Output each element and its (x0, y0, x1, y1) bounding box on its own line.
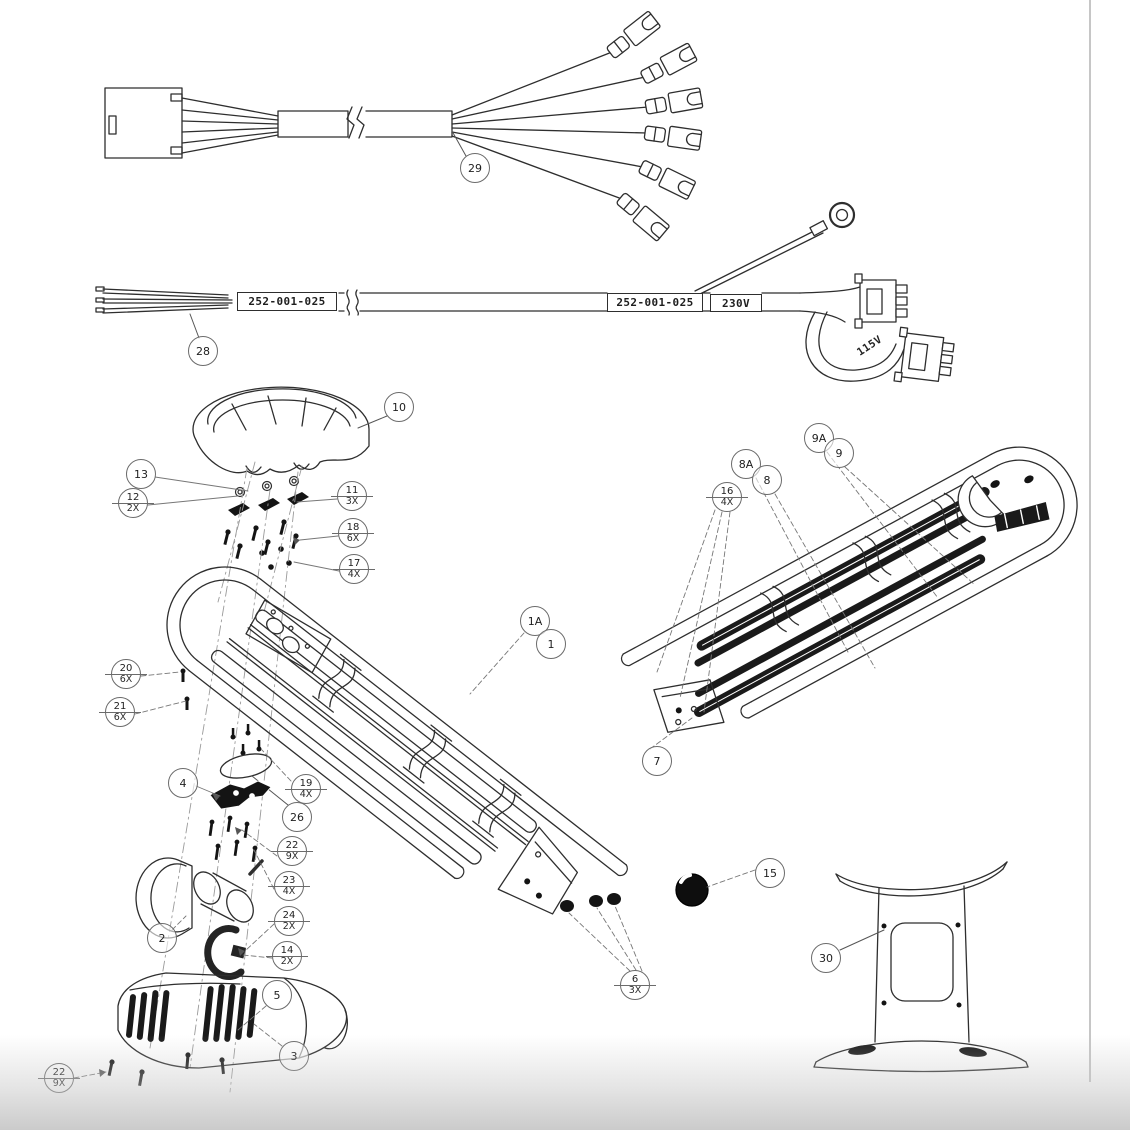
callout-28: 28 (188, 336, 218, 366)
frame-end-bracket (497, 826, 579, 915)
ground-lead (694, 201, 856, 295)
harness-sheath-left (277, 110, 349, 138)
clips-11 (228, 492, 309, 516)
cover-notches (245, 462, 310, 473)
stand-cutout (890, 922, 954, 1002)
voltage-connector-230v (854, 273, 908, 329)
housing-ribs (126, 984, 258, 1042)
spade-terminals (606, 11, 704, 242)
callout-5: 5 (262, 980, 292, 1010)
frame-mount-plate (245, 599, 332, 674)
callout-29: 29 (460, 153, 490, 183)
cross-members (760, 492, 971, 633)
cable-break-mark (346, 106, 355, 139)
callout-9: 9 (824, 438, 854, 468)
harness-wires (181, 97, 279, 154)
screws-22-23 (208, 815, 258, 863)
main-frame-1 (166, 566, 628, 915)
callout-1: 1 (536, 629, 566, 659)
cable-loop-115v (805, 311, 905, 382)
housing-screws-22 (107, 1052, 225, 1087)
callout-30: 30 (811, 943, 841, 973)
motor-mount-cover (957, 475, 1050, 532)
cable-voltage-label-230v: 230V (710, 294, 762, 312)
pedestal-stand-30 (813, 861, 1029, 1073)
callout-13: 13 (126, 459, 156, 489)
head-cover-10 (192, 386, 388, 476)
callout-4: 4 (168, 768, 198, 798)
power-cable-28 (95, 201, 955, 383)
callout-2: 2 (147, 923, 177, 953)
tube-end-cap (620, 653, 639, 667)
callout-8: 8 (752, 465, 782, 495)
clamp-5 (204, 925, 247, 980)
tube-end-cap (545, 817, 628, 877)
page-edge-line (1089, 0, 1091, 1082)
pins-17 (259, 546, 292, 570)
leader-lines (73, 451, 976, 1079)
harness-sheath-right (365, 110, 453, 138)
harness-connector-body (104, 87, 183, 159)
cable-part-label-left: 252-001-025 (237, 292, 337, 311)
screws-19 (230, 724, 262, 756)
nuts-13 (234, 475, 300, 498)
ring-terminal (828, 201, 856, 229)
end-caps-6 (560, 893, 621, 912)
frame-end-bracket-7 (653, 679, 725, 733)
bracket-4 (209, 780, 272, 810)
callout-3: 3 (279, 1041, 309, 1071)
callout-7: 7 (642, 746, 672, 776)
wire-harness-29 (104, 11, 704, 242)
right-frame-assembly (620, 446, 1078, 733)
cable-break-mark (346, 289, 351, 316)
knob-15 (675, 873, 709, 907)
voltage-connector-115v (893, 326, 955, 383)
cross-members (312, 653, 522, 838)
cable-part-label-right: 252-001-025 (607, 293, 703, 312)
stripped-wire-ends (95, 286, 233, 314)
harness-fanout-wires (451, 51, 649, 200)
callout-15: 15 (755, 858, 785, 888)
screws-18 (223, 519, 299, 559)
motor-housing-3 (107, 972, 348, 1087)
callout-10: 10 (384, 392, 414, 422)
fasteners-20-21 (180, 668, 190, 710)
callout-26: 26 (282, 802, 312, 832)
